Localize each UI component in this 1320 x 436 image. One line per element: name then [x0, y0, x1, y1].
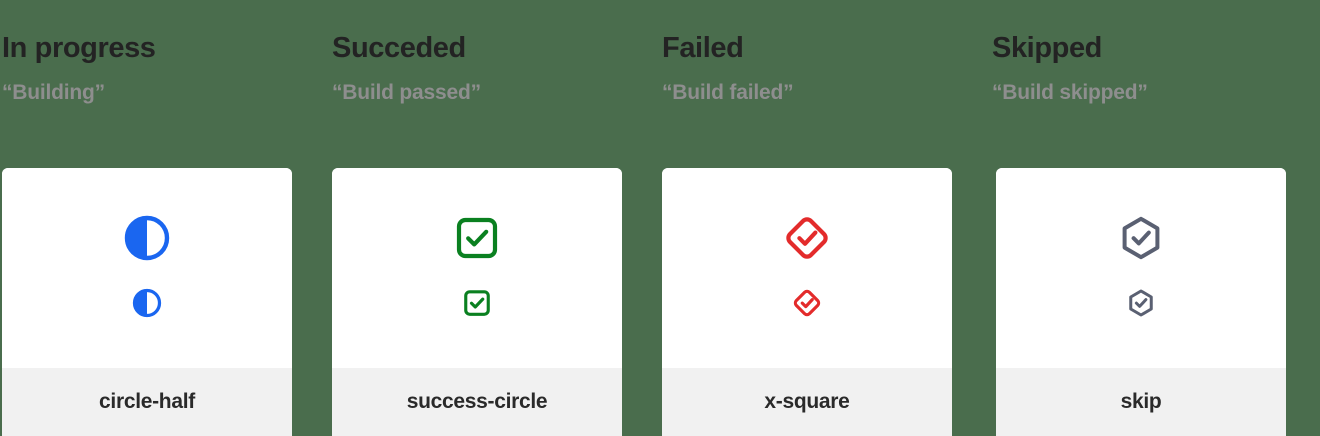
- icon-card-circle-half[interactable]: circle-half: [2, 168, 292, 436]
- card-icon-area: [332, 168, 622, 368]
- column-subtitle: “Build skipped”: [992, 81, 1148, 104]
- card-wrapper: skip: [990, 168, 1320, 436]
- column-title: In progress: [2, 32, 156, 64]
- status-column-in-progress: In progress “Building”: [0, 0, 330, 436]
- status-column-failed: Failed “Build failed”: [660, 0, 990, 436]
- column-subtitle: “Build failed”: [662, 81, 794, 104]
- card-icon-area: [662, 168, 952, 368]
- card-footer: skip: [996, 368, 1286, 436]
- success-circle-icon: [453, 214, 501, 262]
- circle-half-icon: [123, 214, 171, 262]
- x-square-icon-small: [792, 288, 822, 318]
- column-header: Failed “Build failed”: [660, 0, 990, 168]
- card-footer: success-circle: [332, 368, 622, 436]
- column-header: Skipped “Build skipped”: [990, 0, 1320, 168]
- icon-card-x-square[interactable]: x-square: [662, 168, 952, 436]
- icon-name-label: circle-half: [99, 390, 195, 413]
- card-footer: circle-half: [2, 368, 292, 436]
- icon-name-label: skip: [1120, 390, 1162, 413]
- x-square-icon: [783, 214, 831, 262]
- circle-half-icon-small: [132, 288, 162, 318]
- card-wrapper: circle-half: [0, 168, 330, 436]
- icon-name-label: success-circle: [406, 390, 548, 413]
- card-footer: x-square: [662, 368, 952, 436]
- status-column-succeeded: Succeded “Build passed”: [330, 0, 660, 436]
- card-icon-area: [996, 168, 1286, 368]
- column-title: Skipped: [992, 32, 1102, 64]
- success-circle-icon-small: [462, 288, 492, 318]
- column-title: Failed: [662, 32, 744, 64]
- card-icon-area: [2, 168, 292, 368]
- card-wrapper: success-circle: [330, 168, 660, 436]
- column-subtitle: “Building”: [2, 81, 105, 104]
- icon-card-skip[interactable]: skip: [996, 168, 1286, 436]
- column-header: In progress “Building”: [0, 0, 330, 168]
- skip-icon: [1117, 214, 1165, 262]
- status-column-skipped: Skipped “Build skipped”: [990, 0, 1320, 436]
- card-wrapper: x-square: [660, 168, 990, 436]
- icon-name-label: x-square: [764, 390, 850, 413]
- skip-icon-small: [1126, 288, 1156, 318]
- icon-card-success-circle[interactable]: success-circle: [332, 168, 622, 436]
- column-title: Succeded: [332, 32, 466, 64]
- column-header: Succeded “Build passed”: [330, 0, 660, 168]
- column-subtitle: “Build passed”: [332, 81, 481, 104]
